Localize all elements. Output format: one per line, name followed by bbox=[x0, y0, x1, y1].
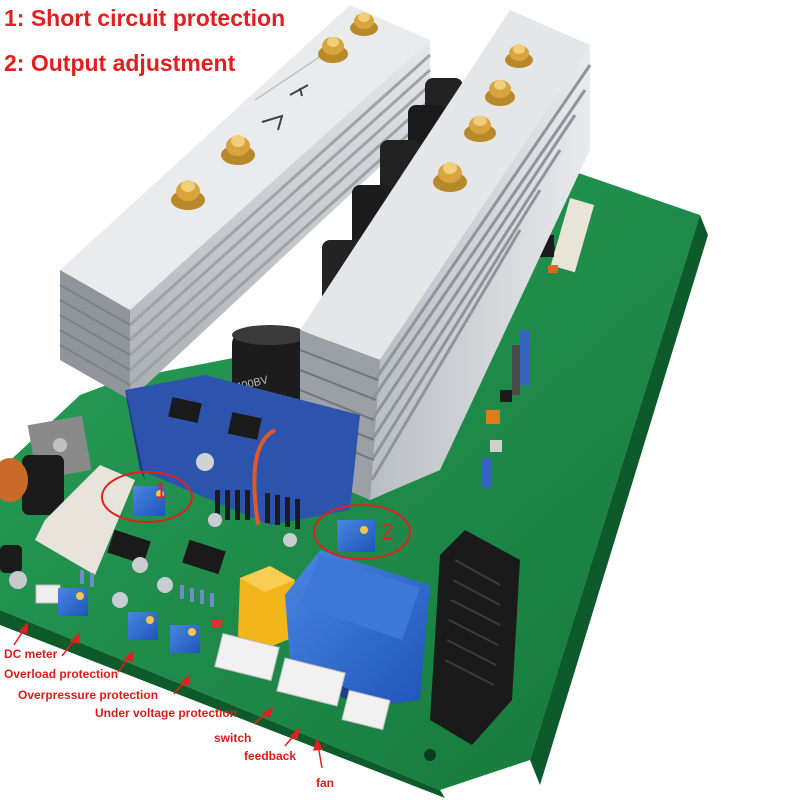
label-overpressure-protection: Overpressure protection bbox=[18, 688, 159, 702]
marker-scribble bbox=[289, 84, 309, 97]
terminal-block bbox=[430, 530, 520, 745]
label-under-voltage-protection: Under voltage protection bbox=[95, 706, 238, 720]
relay bbox=[238, 566, 295, 650]
label-switch: switch bbox=[214, 731, 252, 745]
marker-1: 1 bbox=[155, 478, 168, 503]
annotation-arrows bbox=[13, 622, 324, 769]
trimmer-potentiometers bbox=[58, 486, 375, 653]
left-components bbox=[0, 415, 135, 604]
annotation-circles bbox=[101, 471, 411, 560]
orange-wire bbox=[252, 428, 277, 526]
circle-short-circuit bbox=[101, 471, 193, 523]
right-component-column bbox=[482, 198, 595, 488]
control-ics bbox=[80, 513, 297, 628]
label-overload-protection: Overload protection bbox=[4, 667, 119, 681]
marker-2: 2 bbox=[381, 519, 394, 544]
caption-short-circuit: 1: Short circuit protection bbox=[4, 5, 286, 31]
label-dc-meter: DC meter bbox=[4, 647, 58, 661]
terminal-bolts bbox=[171, 12, 533, 210]
label-feedback: feedback bbox=[244, 749, 297, 763]
connectors bbox=[214, 632, 391, 731]
label-fan: fan bbox=[316, 776, 334, 790]
circle-output-adjust bbox=[313, 504, 411, 560]
caption-output-adjustment: 2: Output adjustment bbox=[4, 50, 236, 76]
driver-board bbox=[125, 375, 360, 529]
